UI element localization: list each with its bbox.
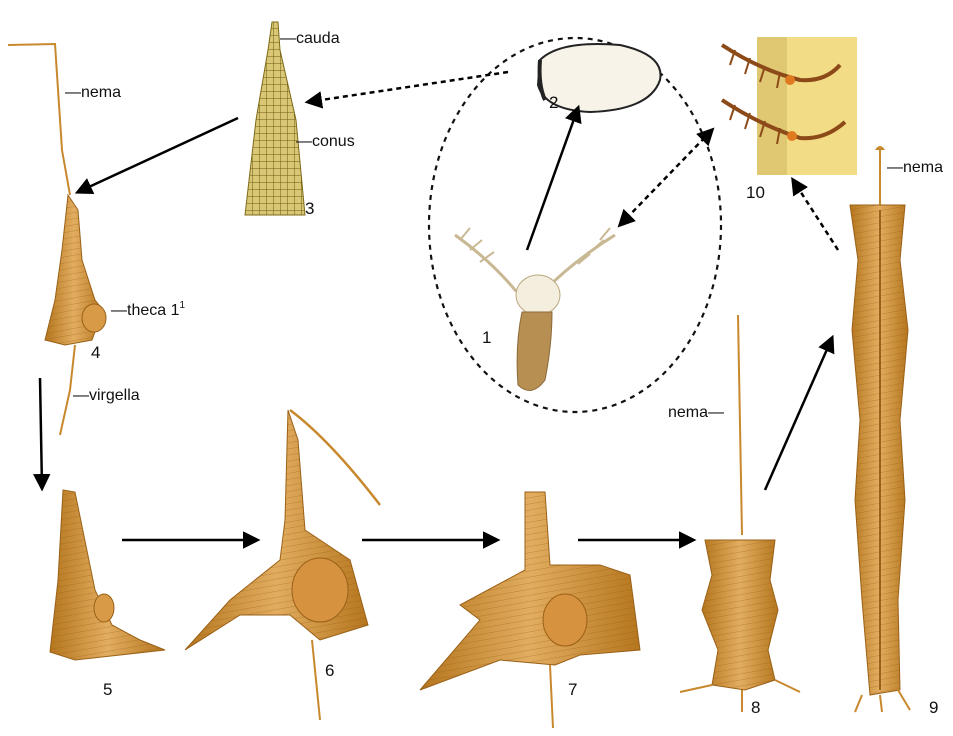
number-6: 6 <box>325 661 334 680</box>
specimen-6 <box>185 410 380 720</box>
dashed-arrow-9-to-10 <box>793 180 838 250</box>
number-1: 1 <box>482 328 491 347</box>
label-conus: —conus <box>296 133 355 150</box>
label-theca: —theca 11 <box>111 300 185 319</box>
number-2: 2 <box>549 93 558 112</box>
number-3: 3 <box>305 199 314 218</box>
arrow-1-to-2 <box>527 108 578 250</box>
number-8: 8 <box>751 698 760 717</box>
arrow-8-to-9 <box>765 338 832 490</box>
label-nema-8: nema— <box>668 404 724 421</box>
arrow-4-to-5 <box>40 378 42 488</box>
number-5: 5 <box>103 680 112 699</box>
specimen-9 <box>850 146 910 712</box>
number-10: 10 <box>746 183 765 202</box>
label-nema-4: —nema <box>65 84 121 101</box>
specimen-4 <box>8 44 106 435</box>
number-9: 9 <box>929 698 938 717</box>
label-virgella: —virgella <box>73 387 140 404</box>
specimen-3-conus <box>245 22 305 215</box>
dashed-arrow-2-to-3 <box>308 72 508 102</box>
arrow-3-to-4 <box>78 118 238 192</box>
label-nema-9: —nema <box>887 159 943 176</box>
specimen-5 <box>50 490 165 660</box>
label-theca-sup: 1 <box>179 300 185 311</box>
specimen-10-panel <box>722 37 857 175</box>
number-4: 4 <box>91 343 100 362</box>
label-cauda: —cauda <box>280 30 340 47</box>
dashed-arrow-1-10 <box>620 130 712 225</box>
number-7: 7 <box>568 680 577 699</box>
specimen-8 <box>680 315 800 712</box>
label-theca-main: —theca 1 <box>111 302 180 319</box>
specimen-7 <box>420 492 640 728</box>
